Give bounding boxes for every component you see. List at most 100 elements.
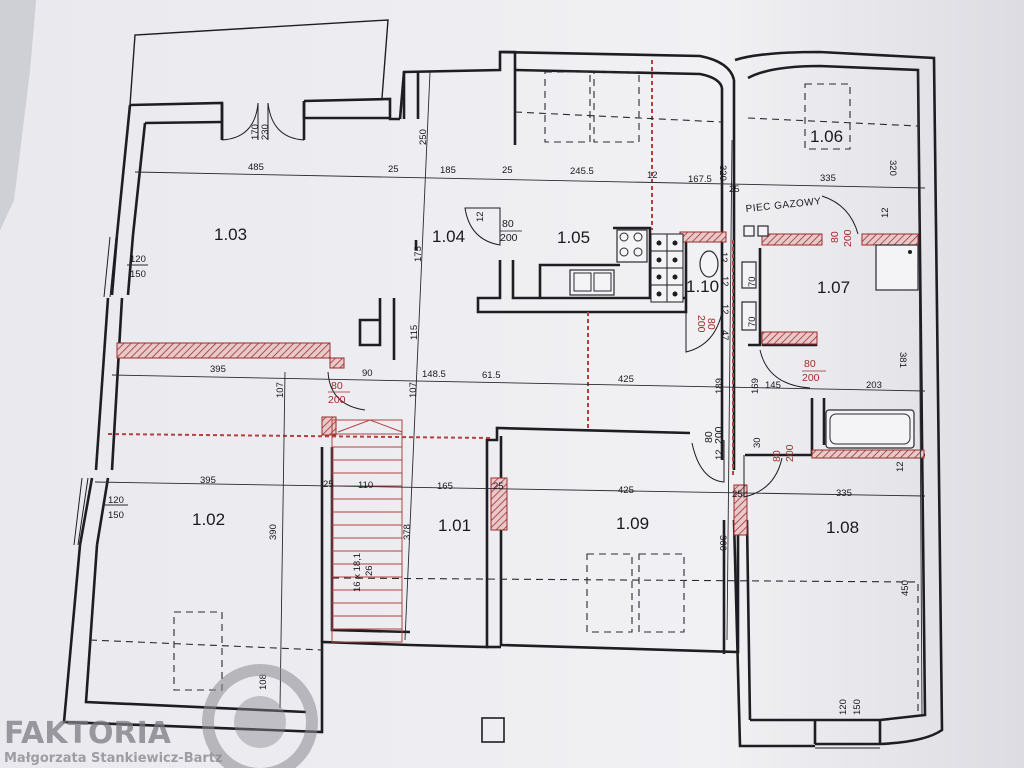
new-wall-101-109 bbox=[490, 477, 508, 531]
svg-text:200: 200 bbox=[802, 372, 820, 384]
dim-150: 150 bbox=[130, 269, 146, 280]
dim-stair-steps: 16 x 18,1 bbox=[352, 553, 363, 592]
new-wall-107-bottom bbox=[811, 449, 925, 459]
door-109: 80 200 bbox=[703, 426, 725, 444]
dim-12: 12 bbox=[647, 170, 658, 181]
room-label-106: 1.06 bbox=[810, 127, 843, 146]
outer-walls bbox=[62, 50, 944, 748]
svg-text:80: 80 bbox=[703, 431, 715, 443]
svg-text:200: 200 bbox=[842, 229, 854, 247]
svg-text:200: 200 bbox=[713, 426, 725, 444]
svg-text:80: 80 bbox=[804, 358, 816, 370]
dim-12: 12 bbox=[719, 276, 730, 287]
door-arcs bbox=[221, 102, 859, 498]
staircase bbox=[331, 419, 403, 643]
dim-26: 26 bbox=[364, 565, 375, 576]
dim-107: 107 bbox=[408, 382, 419, 398]
bathtub bbox=[825, 409, 915, 449]
dimension-labels: 485 25 185 25 245.5 12 167.5 25 335 250 … bbox=[108, 124, 911, 715]
dim-425: 425 bbox=[618, 485, 634, 496]
dim-25: 25 bbox=[323, 479, 334, 490]
dim-335: 335 bbox=[836, 488, 852, 499]
door-104: 80 200 bbox=[500, 218, 522, 244]
new-wall-107-right bbox=[861, 233, 919, 246]
dim-120: 120 bbox=[108, 495, 124, 506]
gas-stove-b bbox=[757, 225, 769, 237]
svg-text:80: 80 bbox=[502, 218, 514, 230]
dim-485: 485 bbox=[248, 162, 264, 173]
washbasin-110 bbox=[699, 250, 719, 278]
dim-145: 145 bbox=[765, 380, 781, 391]
dim-120: 120 bbox=[130, 254, 146, 265]
skylights bbox=[89, 71, 919, 714]
page-fold bbox=[0, 0, 36, 230]
new-wall-stub bbox=[329, 357, 345, 369]
dim-360: 360 bbox=[717, 535, 728, 551]
room-label-109: 1.09 bbox=[616, 514, 649, 533]
room-label-101: 1.01 bbox=[438, 516, 471, 535]
dim-185: 185 bbox=[440, 165, 456, 176]
dim-189: 189 bbox=[714, 378, 725, 394]
dim-107: 107 bbox=[275, 382, 286, 398]
dim-108: 108 bbox=[258, 674, 269, 690]
dim-12: 12 bbox=[719, 304, 730, 315]
dim-250: 250 bbox=[418, 129, 429, 145]
room-label-105: 1.05 bbox=[557, 228, 590, 247]
dim-70: 70 bbox=[747, 316, 758, 327]
dim-47: 47 bbox=[719, 330, 730, 341]
dim-167-5: 167.5 bbox=[688, 174, 712, 185]
dim-25: 25 bbox=[729, 184, 740, 195]
dim-90: 90 bbox=[362, 368, 373, 379]
removed-wall-lower bbox=[107, 433, 491, 439]
cooktop bbox=[616, 229, 648, 263]
dim-25: 25 bbox=[493, 481, 504, 492]
new-wall-107-top bbox=[761, 233, 823, 246]
svg-text:80: 80 bbox=[705, 318, 717, 330]
dim-395: 395 bbox=[200, 475, 216, 486]
logo-author: Małgorzata Stankiewicz-Bartz bbox=[4, 751, 223, 766]
door-labels: 80 200 80 200 80 200 80 200 80 200 80 20… bbox=[328, 218, 854, 462]
room-label-104: 1.04 bbox=[432, 227, 465, 246]
windows bbox=[73, 236, 880, 749]
dim-169: 169 bbox=[750, 378, 761, 394]
new-wall-110 bbox=[679, 231, 727, 243]
door-107-bottom: 80 200 bbox=[802, 358, 826, 384]
svg-text:80: 80 bbox=[829, 231, 841, 243]
dim-12: 12 bbox=[718, 252, 729, 263]
door-110: 80 200 bbox=[695, 315, 717, 333]
dim-320: 320 bbox=[887, 160, 898, 176]
dim-148-5: 148.5 bbox=[422, 369, 446, 380]
dim-115: 115 bbox=[409, 325, 420, 340]
dim-12: 12 bbox=[714, 449, 725, 460]
gas-stove-a bbox=[743, 225, 755, 237]
logo-name: FAKTORIA bbox=[4, 716, 172, 751]
dim-170: 170 bbox=[250, 124, 261, 140]
room-label-108: 1.08 bbox=[826, 518, 859, 537]
room-label-107: 1.07 bbox=[817, 278, 850, 297]
dim-381: 381 bbox=[897, 352, 908, 368]
svg-text:200: 200 bbox=[784, 444, 796, 462]
dim-25: 25 bbox=[388, 164, 399, 175]
faktoria-logo: FAKTORIA Małgorzata Stankiewicz-Bartz bbox=[4, 664, 318, 768]
new-wall-107-mid bbox=[761, 331, 818, 345]
dim-175: 175 bbox=[413, 246, 424, 262]
svg-text:80: 80 bbox=[331, 380, 343, 392]
dim-150: 150 bbox=[852, 699, 863, 715]
dim-70: 70 bbox=[747, 276, 758, 287]
toilet-107-a bbox=[741, 261, 757, 289]
dim-390: 390 bbox=[268, 524, 279, 540]
dim-245-5: 245.5 bbox=[570, 166, 594, 177]
dimension-lines bbox=[94, 69, 926, 715]
room-label-102: 1.02 bbox=[192, 510, 225, 529]
dim-335: 335 bbox=[820, 173, 836, 184]
dim-25: 25 bbox=[502, 165, 513, 176]
dim-230: 230 bbox=[260, 124, 271, 140]
dim-203: 203 bbox=[866, 380, 882, 391]
dim-120: 120 bbox=[838, 699, 849, 715]
dim-320: 320 bbox=[717, 165, 728, 181]
room-label-103: 1.03 bbox=[214, 225, 247, 244]
new-wall-102-103 bbox=[116, 342, 331, 359]
